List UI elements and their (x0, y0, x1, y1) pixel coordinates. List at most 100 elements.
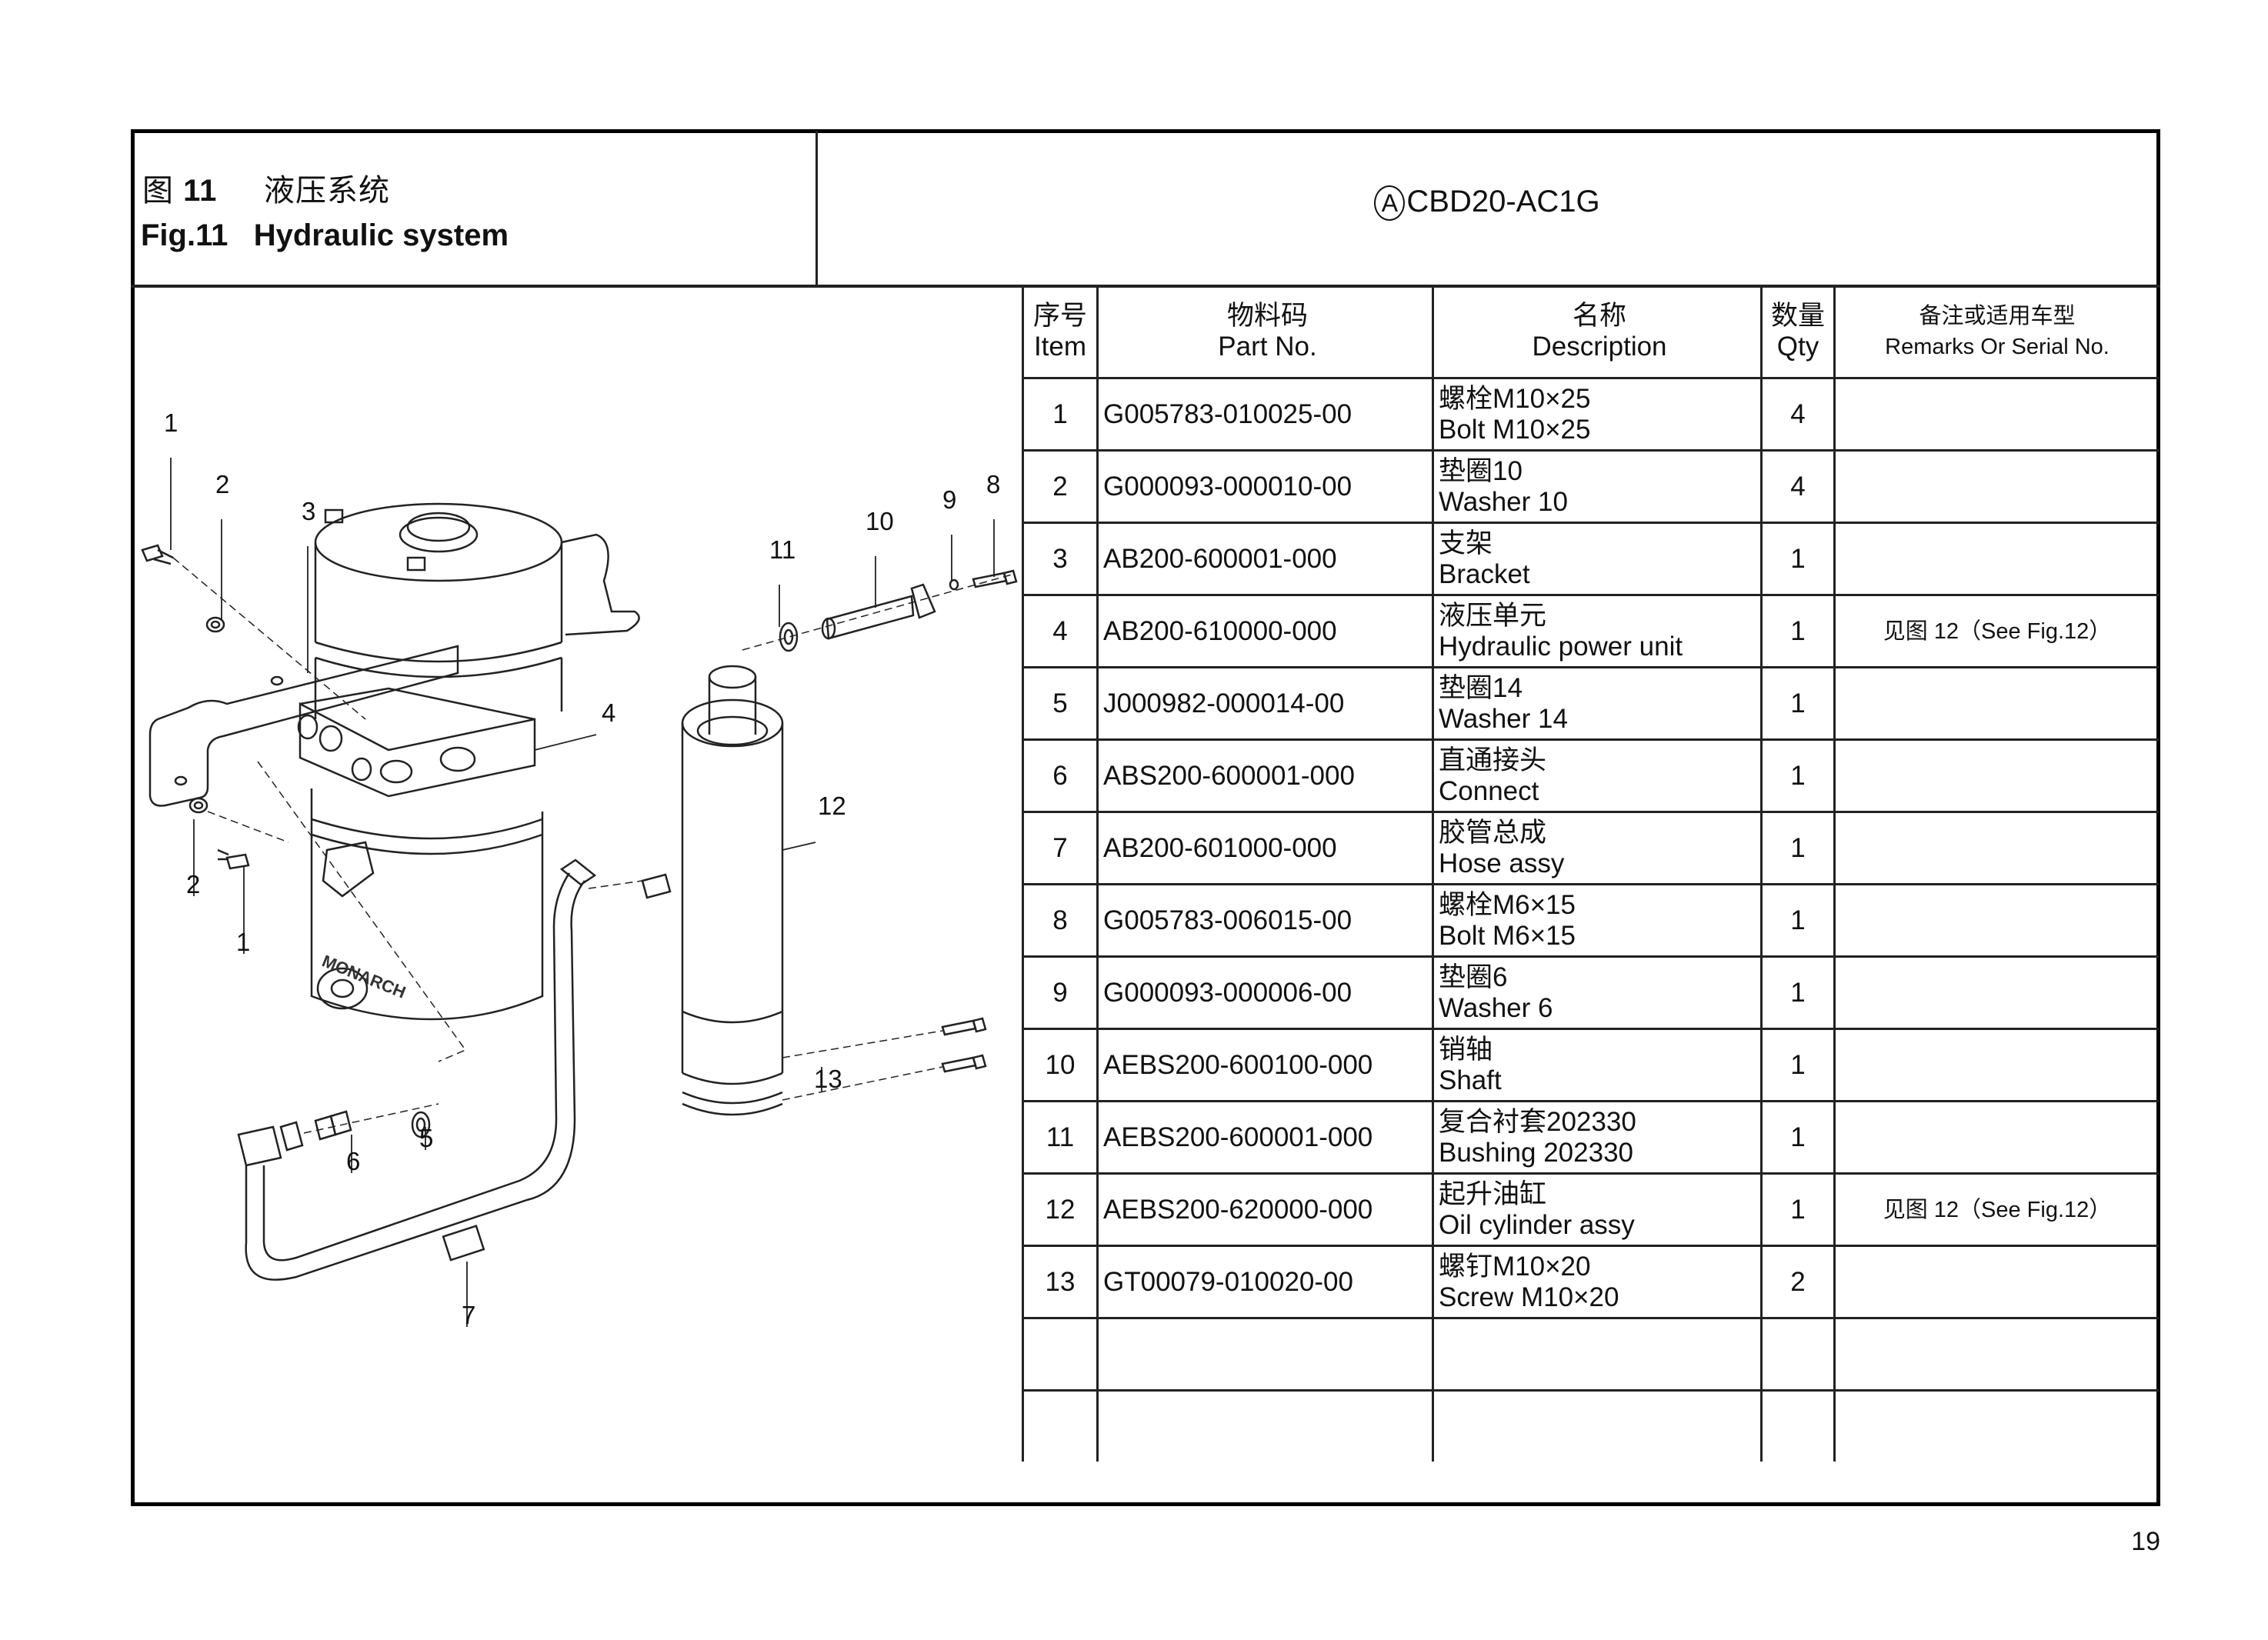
callout-label: 3 (302, 497, 316, 525)
callout-label: 12 (818, 792, 846, 820)
description (1432, 1317, 1763, 1392)
title-en: Hydraulic system (253, 218, 509, 252)
description-en: Washer 6 (1439, 992, 1553, 1023)
part-number: AB200-600001-000 (1096, 522, 1434, 596)
part-number: AEBS200-620000-000 (1096, 1172, 1434, 1247)
part-number: J000982-000014-00 (1096, 666, 1434, 741)
quantity: 2 (1760, 1245, 1836, 1319)
description-en: Hydraulic power unit (1439, 631, 1683, 662)
item-number: 2 (1022, 449, 1099, 524)
description-cn: 螺栓M10×25 (1439, 383, 1591, 414)
quantity: 1 (1760, 1172, 1836, 1247)
description-en: Screw M10×20 (1439, 1282, 1619, 1312)
fig-number: 11 (183, 174, 218, 208)
page-number: 19 (2131, 1527, 2160, 1556)
part-number (1096, 1389, 1434, 1462)
callout-label: 11 (769, 535, 796, 564)
remarks (1833, 1245, 2159, 1319)
item-number: 4 (1022, 594, 1099, 668)
description-en: Shaft (1439, 1065, 1502, 1095)
title-divider (815, 131, 818, 286)
remarks (1833, 738, 2159, 813)
part-number: G005783-010025-00 (1096, 377, 1434, 452)
quantity (1760, 1389, 1836, 1462)
description-cn: 垫圈6 (1439, 962, 1508, 992)
callout-label: 13 (814, 1065, 842, 1093)
quantity: 1 (1760, 738, 1836, 813)
description (1432, 1389, 1763, 1462)
description-cn: 胶管总成 (1439, 817, 1547, 848)
fig-label-en: Fig.11 (141, 218, 228, 252)
callout-label: 1 (164, 408, 178, 437)
item-number: 12 (1022, 1172, 1099, 1247)
description-en: Washer 14 (1439, 703, 1568, 734)
callout-label: 2 (186, 870, 201, 898)
description-en: Connect (1439, 775, 1539, 806)
item-number: 13 (1022, 1245, 1099, 1319)
remarks (1833, 666, 2159, 741)
item-number: 5 (1022, 666, 1099, 741)
callout-label: 9 (942, 485, 957, 514)
description-en: Bushing 202330 (1439, 1137, 1633, 1168)
description-en: Bracket (1439, 558, 1530, 589)
part-number: AEBS200-600001-000 (1096, 1100, 1434, 1175)
description-en: Washer 10 (1439, 486, 1568, 517)
remarks (1833, 883, 2159, 958)
table-row (1022, 1389, 2159, 1462)
quantity: 1 (1760, 594, 1836, 668)
brand-text: MONARCH (319, 951, 409, 1002)
callout-label: 2 (215, 470, 230, 498)
callout-label: 1 (236, 928, 251, 956)
description-en: Oil cylinder assy (1439, 1209, 1635, 1240)
description-cn: 起升油缸 (1439, 1178, 1547, 1209)
remarks (1833, 449, 2159, 524)
description-cn: 直通接头 (1439, 745, 1547, 775)
remarks: 见图 12（See Fig.12） (1833, 1172, 2159, 1247)
quantity: 4 (1760, 449, 1836, 524)
part-number: AB200-601000-000 (1096, 811, 1434, 885)
model-code: CBD20-AC1G (1406, 185, 1600, 218)
part-number: GT00079-010020-00 (1096, 1245, 1434, 1319)
item-number: 7 (1022, 811, 1099, 885)
description-cn: 垫圈10 (1439, 455, 1523, 486)
description-en: Bolt M10×25 (1439, 414, 1591, 445)
quantity: 1 (1760, 1100, 1836, 1175)
quantity: 1 (1760, 666, 1836, 741)
description-cn: 复合衬套202330 (1439, 1106, 1636, 1137)
item-number (1022, 1317, 1099, 1392)
item-number: 11 (1022, 1100, 1099, 1175)
part-number: G000093-000010-00 (1096, 449, 1434, 524)
part-number: G000093-000006-00 (1096, 955, 1434, 1030)
callout-label: 10 (866, 507, 894, 535)
remarks (1833, 955, 2159, 1030)
remarks (1833, 1028, 2159, 1102)
remarks (1833, 1317, 2159, 1392)
callout-label: 4 (602, 698, 616, 727)
item-number: 1 (1022, 377, 1099, 452)
remarks (1833, 811, 2159, 885)
item-number: 6 (1022, 738, 1099, 813)
description-cn: 螺栓M6×15 (1439, 889, 1576, 920)
fig-label-cn: 图 (142, 174, 174, 208)
